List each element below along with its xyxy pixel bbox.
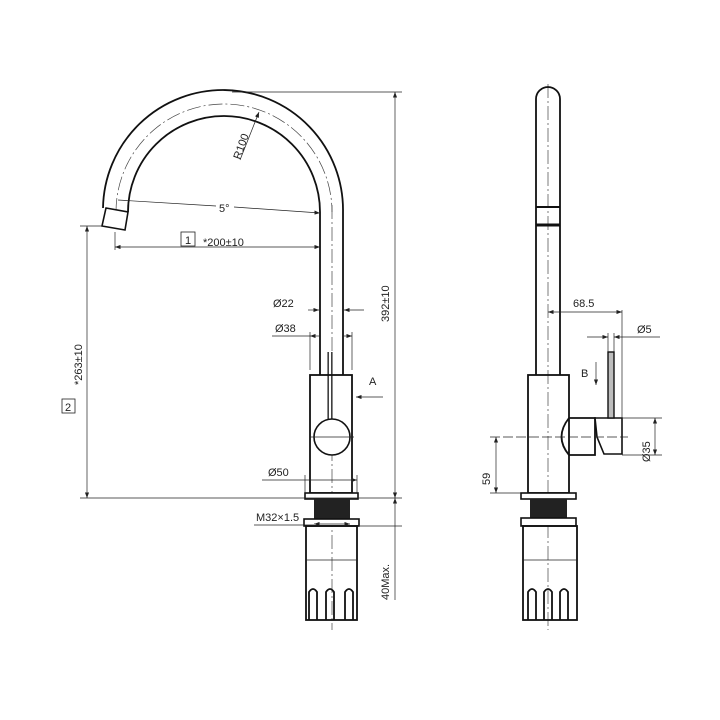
handle-dia-label: Ø35 [641, 441, 653, 462]
max-deck-label: 40Max. [380, 564, 392, 600]
angle-label: 5° [219, 203, 230, 215]
side-flange [520, 492, 577, 500]
spout-centerline [115, 103, 333, 213]
handle-lever-base [594, 417, 623, 455]
side-dimensions: 68.5 Ø5 B Ø35 59 [481, 298, 662, 494]
spout [101, 89, 344, 375]
spout-height-label: *263±10 [73, 344, 85, 385]
lever-offset-label: 68.5 [573, 298, 594, 310]
view-a-label: A [369, 376, 377, 388]
body-dia-label: Ø50 [268, 467, 289, 479]
upper-body-dia-label: Ø38 [275, 323, 296, 335]
side-thread [530, 499, 567, 518]
reach-label: *200±10 [203, 237, 244, 249]
spout-aerator [101, 207, 129, 231]
front-thread [314, 499, 350, 519]
side-spout [535, 86, 561, 375]
lever-dia-label: Ø5 [637, 324, 652, 336]
view-b-label: B [581, 368, 588, 380]
ref-2: 2 [65, 402, 71, 414]
side-lower-flange [520, 517, 577, 527]
ref-1: 1 [185, 235, 191, 247]
front-view [101, 89, 360, 630]
thread-label: M32×1.5 [256, 512, 299, 524]
front-dimensions: 392±10 40Max. *263±10 2 1 *200±10 5° R10… [61, 91, 402, 600]
handle-height-label: 59 [481, 473, 493, 485]
side-lever-rod [607, 351, 615, 419]
side-mounting-shank [522, 525, 578, 621]
total-height-label: 392±10 [380, 285, 392, 322]
side-view [520, 84, 623, 630]
radius-label: R100 [232, 132, 252, 161]
side-body [527, 374, 570, 494]
handle-cartridge [560, 417, 596, 456]
pipe-dia-label: Ø22 [273, 298, 294, 310]
front-mounting-shank [305, 525, 358, 621]
